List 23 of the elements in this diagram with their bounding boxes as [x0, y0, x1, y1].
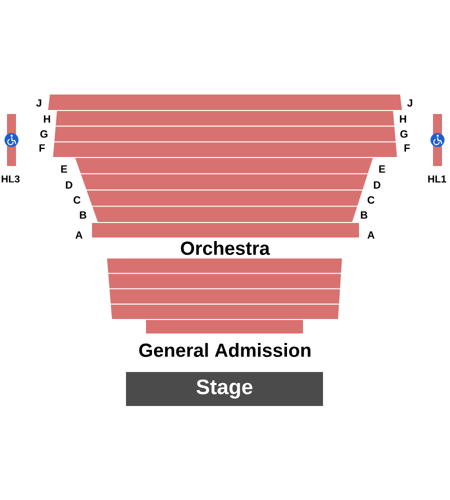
- row-letter: F: [404, 144, 410, 152]
- stage-box: Stage: [126, 372, 323, 406]
- row-letter: C: [74, 196, 80, 204]
- section-label: Orchestra: [180, 241, 270, 255]
- row-letter: J: [407, 99, 412, 107]
- row-letter: J: [36, 99, 42, 107]
- row-letter: A: [75, 231, 82, 239]
- section-label: General Admission: [139, 343, 310, 357]
- row-letter: E: [61, 165, 68, 173]
- section-label: HL1: [428, 176, 446, 182]
- row-letter: H: [44, 115, 50, 123]
- row-letter: C: [368, 196, 374, 204]
- row-letter: H: [400, 115, 406, 123]
- row-letter: D: [66, 181, 72, 189]
- section-label: HL3: [2, 175, 20, 183]
- row-letter: A: [367, 231, 374, 239]
- row-letter: G: [400, 130, 408, 138]
- row-letter: F: [40, 144, 45, 152]
- row-letter: G: [40, 130, 48, 138]
- row-letter: B: [80, 211, 86, 219]
- row-letter: E: [379, 165, 386, 173]
- row-letter: B: [360, 211, 368, 219]
- row-letter: D: [374, 181, 380, 189]
